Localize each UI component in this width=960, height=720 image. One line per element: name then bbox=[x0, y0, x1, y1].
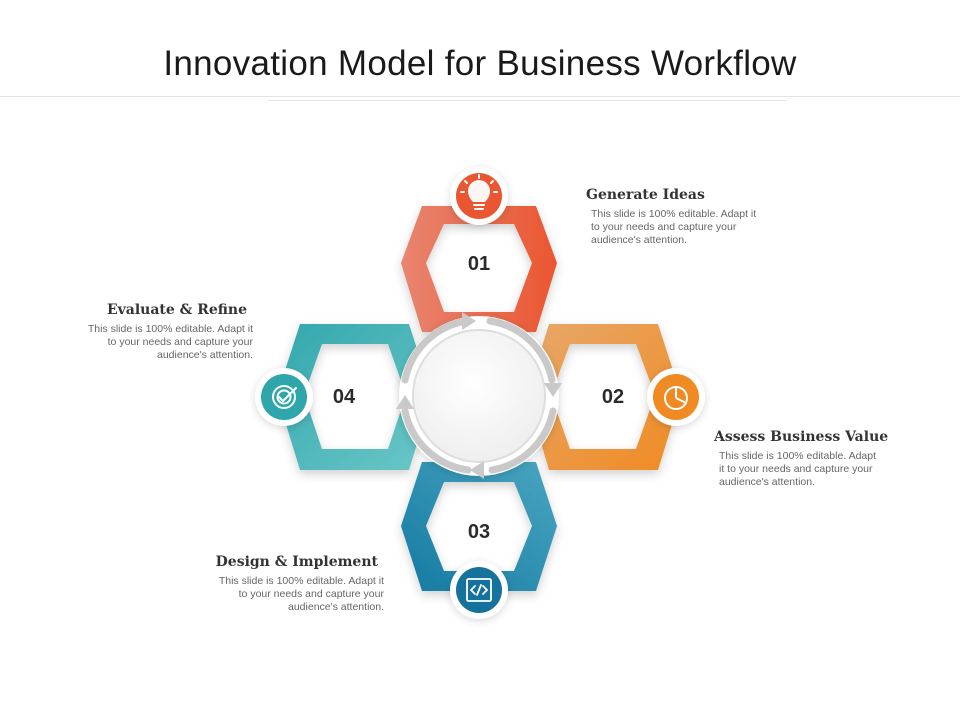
cycle-arrow-bottom-right bbox=[488, 407, 557, 474]
step-heading-01: Generate Ideas bbox=[586, 187, 705, 203]
step-text-03: Design & Implement This slide is 100% ed… bbox=[164, 554, 384, 614]
code-icon bbox=[466, 578, 492, 602]
step-number-03: 03 bbox=[468, 521, 490, 543]
step-description-03: This slide is 100% editable. Adapt it to… bbox=[218, 575, 384, 613]
step-heading-03: Design & Implement bbox=[215, 554, 378, 570]
step-description-02: This slide is 100% editable. Adapt it to… bbox=[719, 450, 877, 488]
step-heading-04: Evaluate & Refine bbox=[106, 302, 247, 318]
pie-chart-icon bbox=[664, 386, 688, 410]
step-number-02: 02 bbox=[602, 386, 624, 408]
center-hub bbox=[412, 329, 546, 463]
cycle-arrow-bottom-left bbox=[401, 407, 472, 474]
badge-step-02 bbox=[647, 368, 705, 426]
check-badge-icon bbox=[272, 385, 297, 409]
step-text-02: Assess Business Value This slide is 100%… bbox=[714, 429, 934, 489]
step-number-01: 01 bbox=[468, 253, 490, 275]
cycle-arrowhead-4 bbox=[396, 395, 414, 409]
cycle-arrowhead-1 bbox=[462, 312, 476, 330]
step-description-04: This slide is 100% editable. Adapt it to… bbox=[87, 323, 253, 361]
hexagon-step-02 bbox=[527, 324, 681, 470]
lightbulb-icon bbox=[460, 174, 498, 210]
badge-step-03 bbox=[450, 561, 508, 619]
step-number-04: 04 bbox=[333, 386, 356, 408]
badge-step-01 bbox=[450, 167, 508, 225]
slide-title: Innovation Model for Business Workflow bbox=[163, 44, 797, 83]
step-heading-02: Assess Business Value bbox=[714, 429, 889, 445]
step-description-01: This slide is 100% editable. Adapt it to… bbox=[591, 208, 757, 246]
badge-step-04 bbox=[255, 368, 313, 426]
cycle-arrow-top-left bbox=[401, 317, 470, 384]
cycle-arrow-top-right bbox=[486, 317, 556, 384]
title-divider-top bbox=[0, 96, 960, 97]
title-divider-bottom bbox=[268, 100, 786, 101]
step-text-01: Generate Ideas This slide is 100% editab… bbox=[586, 187, 806, 247]
cycle-arrowhead-2 bbox=[544, 383, 562, 397]
cycle-arrows bbox=[401, 317, 557, 474]
hexagon-step-04 bbox=[277, 324, 432, 470]
cycle-arrowhead-3 bbox=[470, 461, 484, 479]
step-text-04: Evaluate & Refine This slide is 100% edi… bbox=[33, 302, 253, 362]
